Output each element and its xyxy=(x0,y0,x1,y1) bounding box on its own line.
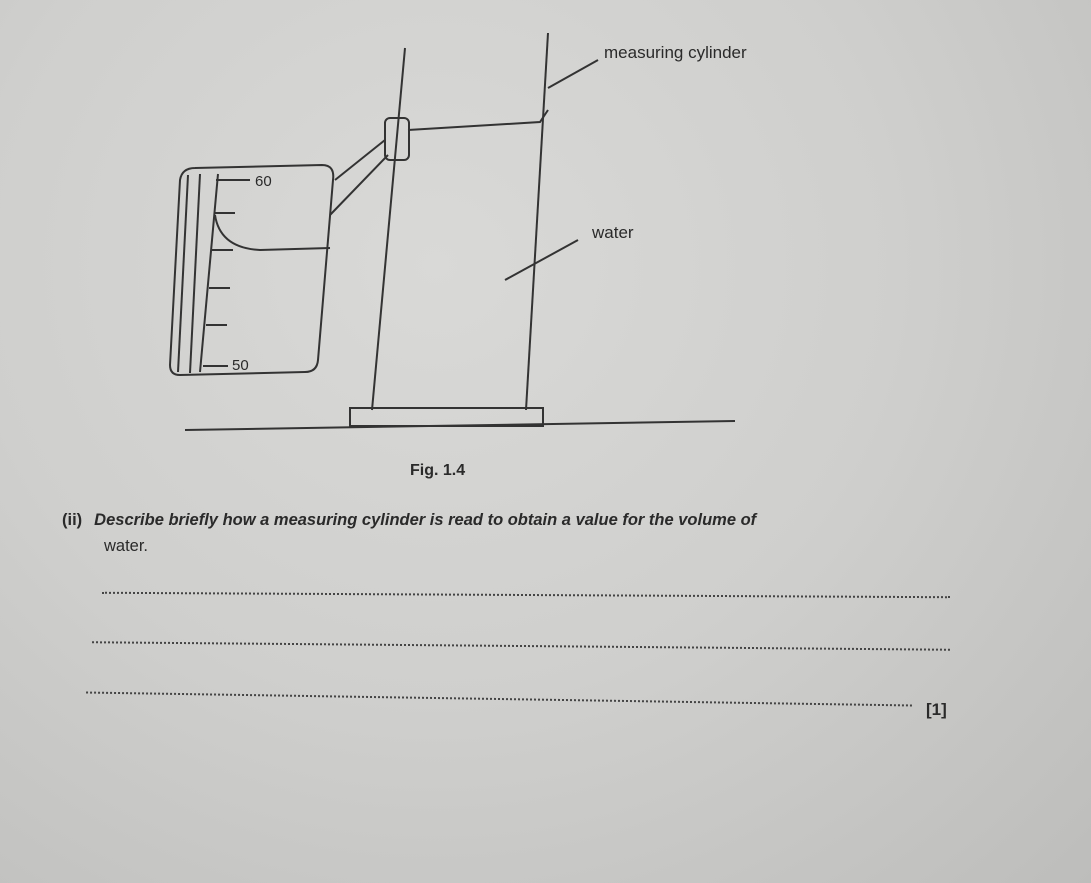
scale-line xyxy=(199,173,219,373)
water-surface xyxy=(407,109,549,131)
question-number: (ii) xyxy=(62,511,83,529)
cylinder-left-wall xyxy=(371,47,406,411)
cylinder-base xyxy=(349,407,544,427)
cylinder-right-wall xyxy=(525,32,549,411)
meniscus-marker xyxy=(384,117,410,161)
label-measuring-cylinder: measuring cylinder xyxy=(604,43,747,62)
question-text: (ii) Describe briefly how a measuring cyl… xyxy=(62,507,962,559)
enlarged-view-box xyxy=(168,163,335,377)
bench-line xyxy=(184,420,736,431)
label-water: water xyxy=(591,223,634,242)
question-prompt-end: water. xyxy=(104,537,149,555)
figure-caption: Fig. 1.4 xyxy=(410,462,466,479)
meniscus-curve xyxy=(214,214,331,252)
scale-label-50: 50 xyxy=(232,357,249,374)
marks-label: [1] xyxy=(926,700,947,719)
question-prompt: Describe briefly how a measuring cylinde… xyxy=(94,511,757,529)
scale-label-60: 60 xyxy=(255,173,272,190)
